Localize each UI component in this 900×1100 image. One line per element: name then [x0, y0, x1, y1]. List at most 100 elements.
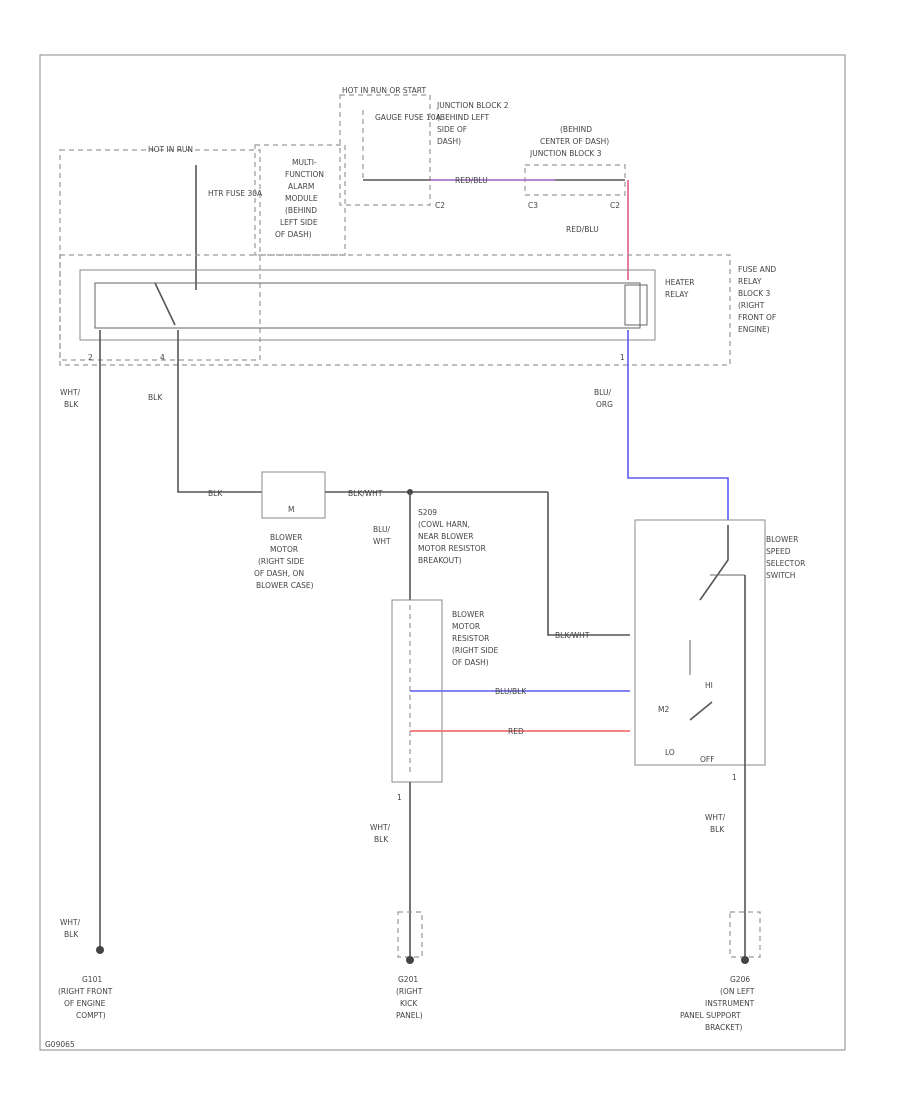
g101-wire-label-1: WHT/	[60, 918, 81, 927]
jb3-label-1: (BEHIND	[560, 125, 592, 134]
blower-motor-m: M	[288, 505, 294, 514]
wire-red-blu-label: RED/BLU	[455, 176, 488, 185]
wire-blu-blk-label: BLU/BLK	[495, 687, 527, 696]
mfam-label-2: FUNCTION	[285, 170, 324, 179]
hot-run-label: HOT IN RUN	[148, 145, 193, 154]
frb-label-1: FUSE AND	[738, 265, 776, 274]
resistor-label-4: (RIGHT SIDE	[452, 646, 499, 655]
resistor-label-2: MOTOR	[452, 622, 480, 631]
g201-label-3: KICK	[400, 999, 418, 1008]
mfam-label-7: OF DASH)	[275, 230, 312, 239]
heater-relay-box	[79, 269, 656, 341]
switch-arm	[689, 701, 713, 721]
heater-relay-label-1: HEATER	[665, 278, 694, 287]
relay-switch-arm	[154, 282, 176, 326]
switch-label-4: SWITCH	[766, 571, 795, 580]
jb2-label-2: (BEHIND LEFT	[437, 113, 490, 122]
diagram-code: G09065	[45, 1040, 75, 1049]
blower-motor-label-1: BLOWER	[270, 533, 302, 542]
jb3-label-2: CENTER OF DASH)	[540, 137, 609, 146]
wire-wht-blk-label-1: WHT/	[60, 388, 81, 397]
splice-label-4: MOTOR RESISTOR	[418, 544, 486, 553]
wire-red-label: RED	[508, 727, 524, 736]
frb-label-4: (RIGHT	[738, 301, 765, 310]
relay-coil	[624, 284, 648, 326]
g101-label-3: OF ENGINE	[64, 999, 106, 1008]
wire-wht-blk-label-2: BLK	[64, 400, 79, 409]
fuse-relay-block-3	[59, 254, 731, 366]
frb-label-2: RELAY	[738, 277, 762, 286]
blower-motor-label-2: MOTOR	[270, 545, 298, 554]
switch-label-3: SELECTOR	[766, 559, 805, 568]
g206-label-2: (ON LEFT	[720, 987, 755, 996]
wire-red-blu-2-label: RED/BLU	[566, 225, 599, 234]
ground-g201-icon	[406, 956, 414, 964]
wire-blk-wht-switch	[547, 492, 630, 636]
wire-blk-label: BLK	[148, 393, 163, 402]
pin-2: 2	[88, 353, 93, 362]
g201-label-2: (RIGHT	[396, 987, 423, 996]
jb3-label-3: JUNCTION BLOCK 3	[529, 149, 602, 158]
mfam-label-6: LEFT SIDE	[280, 218, 318, 227]
pin-1: 1	[620, 353, 625, 362]
gauge-fuse-label: GAUGE FUSE 10A	[375, 113, 442, 122]
wire-blu-wht-label-1: BLU/	[373, 525, 390, 534]
switch-hi: HI	[705, 681, 713, 690]
switch-label-1: BLOWER	[766, 535, 798, 544]
wire-blu-wht-label-2: WHT	[373, 537, 391, 546]
connector-c2b: C2	[610, 201, 620, 210]
splice-label-3: NEAR BLOWER	[418, 532, 473, 541]
g206-label-1: G206	[730, 975, 750, 984]
resistor-label-1: BLOWER	[452, 610, 484, 619]
jb2-label-1: JUNCTION BLOCK 2	[436, 101, 509, 110]
g201-wire-label-1: WHT/	[370, 823, 391, 832]
frb-label-3: BLOCK 3	[738, 289, 770, 298]
fuse-box-top	[339, 94, 431, 206]
resistor-label-3: RESISTOR	[452, 634, 489, 643]
heater-relay-label-2: RELAY	[665, 290, 689, 299]
ground-g206-icon	[741, 956, 749, 964]
mfam-label-5: (BEHIND	[285, 206, 317, 215]
hot-run-start-label: HOT IN RUN OR START	[342, 86, 426, 95]
blower-motor-label-3: (RIGHT SIDE	[258, 557, 305, 566]
g201-label-4: PANEL)	[396, 1011, 423, 1020]
switch-off: OFF	[700, 755, 715, 764]
g206-wire-label-1: WHT/	[705, 813, 726, 822]
blower-motor-label-5: BLOWER CASE)	[256, 581, 314, 590]
blower-motor-label-4: OF DASH, ON	[254, 569, 304, 578]
wire-blk-wht-label: BLK/WHT	[348, 489, 383, 498]
mfam-label-4: MODULE	[285, 194, 318, 203]
jb2-label-4: DASH)	[437, 137, 461, 146]
jb2-label-3: SIDE OF	[437, 125, 467, 134]
g101-label-1: G101	[82, 975, 102, 984]
blower-speed-switch	[634, 519, 766, 766]
g101-wire-label-2: BLK	[64, 930, 79, 939]
g101-label-4: COMPT)	[76, 1011, 106, 1020]
pin-1c: 1	[732, 773, 737, 782]
mfam-box	[254, 144, 346, 256]
g201-wire-label-2: BLK	[374, 835, 389, 844]
blower-motor	[261, 471, 326, 519]
frb-label-5: FRONT OF	[738, 313, 776, 322]
diagram-frame	[39, 54, 846, 1051]
frb-label-6: ENGINE)	[738, 325, 770, 334]
connector-c3: C3	[528, 201, 538, 210]
wire-blu-org-label-2: ORG	[596, 400, 613, 409]
switch-label-2: SPEED	[766, 547, 791, 556]
switch-wiper	[699, 525, 729, 601]
switch-m2: M2	[658, 705, 669, 714]
wire-blu-org-label-1: BLU/	[594, 388, 611, 397]
g206-label-4: PANEL SUPPORT	[680, 1011, 741, 1020]
pin-4: 4	[160, 353, 165, 362]
g206-label-5: BRACKET)	[705, 1023, 743, 1032]
wire-blk-motor	[177, 330, 262, 493]
resistor-label-5: OF DASH)	[452, 658, 489, 667]
heater-relay-inner	[94, 282, 641, 329]
splice-label-2: (COWL HARN,	[418, 520, 470, 529]
connector-c2a: C2	[435, 201, 445, 210]
g206-wire-label-2: BLK	[710, 825, 725, 834]
splice-label-1: S209	[418, 508, 437, 517]
g206-label-3: INSTRUMENT	[705, 999, 755, 1008]
g101-label-2: (RIGHT FRONT	[58, 987, 113, 996]
ground-g101-icon	[96, 946, 104, 954]
